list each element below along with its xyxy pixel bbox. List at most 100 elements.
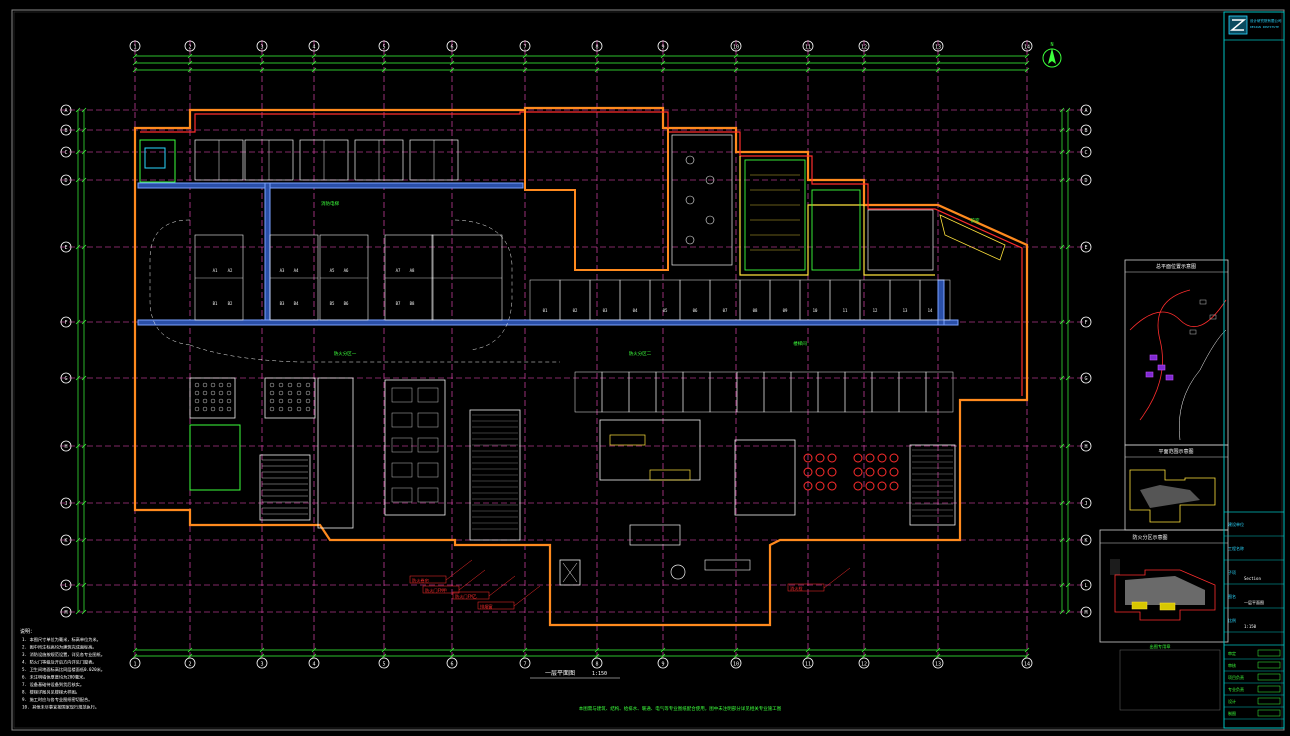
fixture — [218, 390, 224, 396]
unit-cell-lower — [736, 371, 765, 413]
grid-bubble-top — [519, 40, 531, 52]
dimension-tick — [522, 647, 528, 653]
dimension-tick — [522, 653, 528, 659]
dimension-tick — [81, 537, 87, 543]
grid-row-label-right: A — [1084, 108, 1087, 114]
signature-box — [1257, 649, 1281, 657]
dimension-tick — [733, 53, 739, 59]
note-line: 2. 图中所注标高均为建筑完成面标高。 — [22, 644, 97, 651]
dimension-tick — [75, 319, 81, 325]
signature-box — [1257, 685, 1281, 693]
dimension-tick — [1059, 443, 1065, 449]
context-building — [1189, 329, 1197, 335]
dimension-tick — [594, 53, 600, 59]
grid-row-label-right: G — [1084, 376, 1087, 382]
grid-bubble-left — [60, 124, 72, 136]
grid-bubble-right — [1080, 497, 1092, 509]
dimension-tick — [1065, 609, 1071, 615]
dimension-tick — [187, 67, 193, 73]
dimension-tick — [1059, 107, 1065, 113]
dimension-tick — [259, 653, 265, 659]
dimension-tick — [1059, 127, 1065, 133]
grid-row-label-right: B — [1084, 128, 1087, 134]
dimension-tick — [187, 647, 193, 653]
grid-column-label-bottom: 8 — [595, 662, 598, 668]
servery — [629, 524, 681, 546]
stair-small — [559, 559, 581, 586]
fire-zone-title: 防火分区示意图 — [1132, 534, 1167, 541]
grid-row-label: A — [64, 108, 67, 114]
fixture — [218, 398, 224, 404]
site-building — [1157, 364, 1166, 371]
room-tag: 09 — [783, 308, 788, 313]
dimension-tick — [733, 653, 739, 659]
grid-bubble-top — [446, 40, 458, 52]
red-seat — [827, 481, 837, 491]
toilet-block-b — [264, 377, 316, 419]
fixture — [194, 382, 200, 388]
grid-bubble-bottom — [184, 657, 196, 669]
stair-c — [909, 444, 956, 526]
service-wall — [739, 156, 935, 276]
grid-row-label: M — [64, 610, 67, 616]
fixture — [226, 390, 232, 396]
section-key-frame — [1124, 444, 1229, 531]
section-key-title: 平面范围示意图 — [1158, 448, 1193, 455]
grid-bubble-left — [60, 579, 72, 591]
red-seat — [877, 467, 887, 477]
red-seat — [815, 453, 825, 463]
dimension-tick — [594, 653, 600, 659]
red-seat — [877, 453, 887, 463]
dimension-tick — [1059, 177, 1065, 183]
callout-text: 消火栓 — [790, 585, 803, 592]
grid-bubble-top — [657, 40, 669, 52]
dimension-tick — [132, 653, 138, 659]
grid-row-label: D — [64, 178, 67, 184]
grid-bubble-bottom — [730, 657, 742, 669]
dining-table — [417, 387, 439, 403]
grid-row-label: L — [64, 583, 67, 589]
north-arrow: N — [1042, 42, 1062, 68]
unit-cell — [619, 279, 651, 321]
general-notes: 说明：1. 本图尺寸单位为毫米，标高单位为米。2. 图中所注标高均为建筑完成面标… — [20, 628, 105, 711]
dining-table — [391, 462, 413, 478]
fixture — [226, 398, 232, 404]
unit-row — [529, 279, 954, 413]
dimension-tick — [1065, 107, 1071, 113]
annotation-label: 防火分区二 — [629, 350, 652, 357]
grid-bubble-bottom — [932, 657, 944, 669]
dimension-tick — [805, 53, 811, 59]
fixture — [305, 406, 311, 412]
fire-zone-area — [1125, 576, 1205, 605]
callout-leader — [513, 585, 541, 607]
dimension-tick — [1065, 177, 1071, 183]
dimension-tick — [449, 653, 455, 659]
grid-bubble-top — [802, 40, 814, 52]
callout-box — [787, 583, 825, 592]
grid-column-label: 5 — [382, 45, 385, 51]
title-field-value: Section — [1244, 576, 1261, 581]
grid-column-label: 10 — [733, 45, 739, 51]
equipment-symbol — [685, 235, 695, 245]
grid-row-label: E — [64, 245, 67, 251]
dimension-tick — [187, 53, 193, 59]
equipment-room-c — [867, 209, 934, 271]
title-field-value: 1:150 — [1244, 624, 1257, 629]
grid-column-label-bottom: 2 — [188, 662, 191, 668]
grid-row-label: G — [64, 376, 67, 382]
grid-bubble-left — [60, 174, 72, 186]
bay-outline — [194, 234, 244, 321]
grid-column-label: 14 — [1024, 45, 1030, 51]
room-tag: A1 — [213, 268, 218, 273]
dimension-tick — [1065, 149, 1071, 155]
company-logo-z — [1229, 19, 1247, 31]
unit-cell — [529, 279, 561, 321]
dimension-tick — [1059, 537, 1065, 543]
fixture — [287, 382, 293, 388]
room-tag: B7 — [396, 301, 401, 306]
fixture — [287, 406, 293, 412]
dimension-tick — [660, 53, 666, 59]
signature-box — [1257, 673, 1281, 681]
grid-row-label-right: E — [1084, 245, 1087, 251]
